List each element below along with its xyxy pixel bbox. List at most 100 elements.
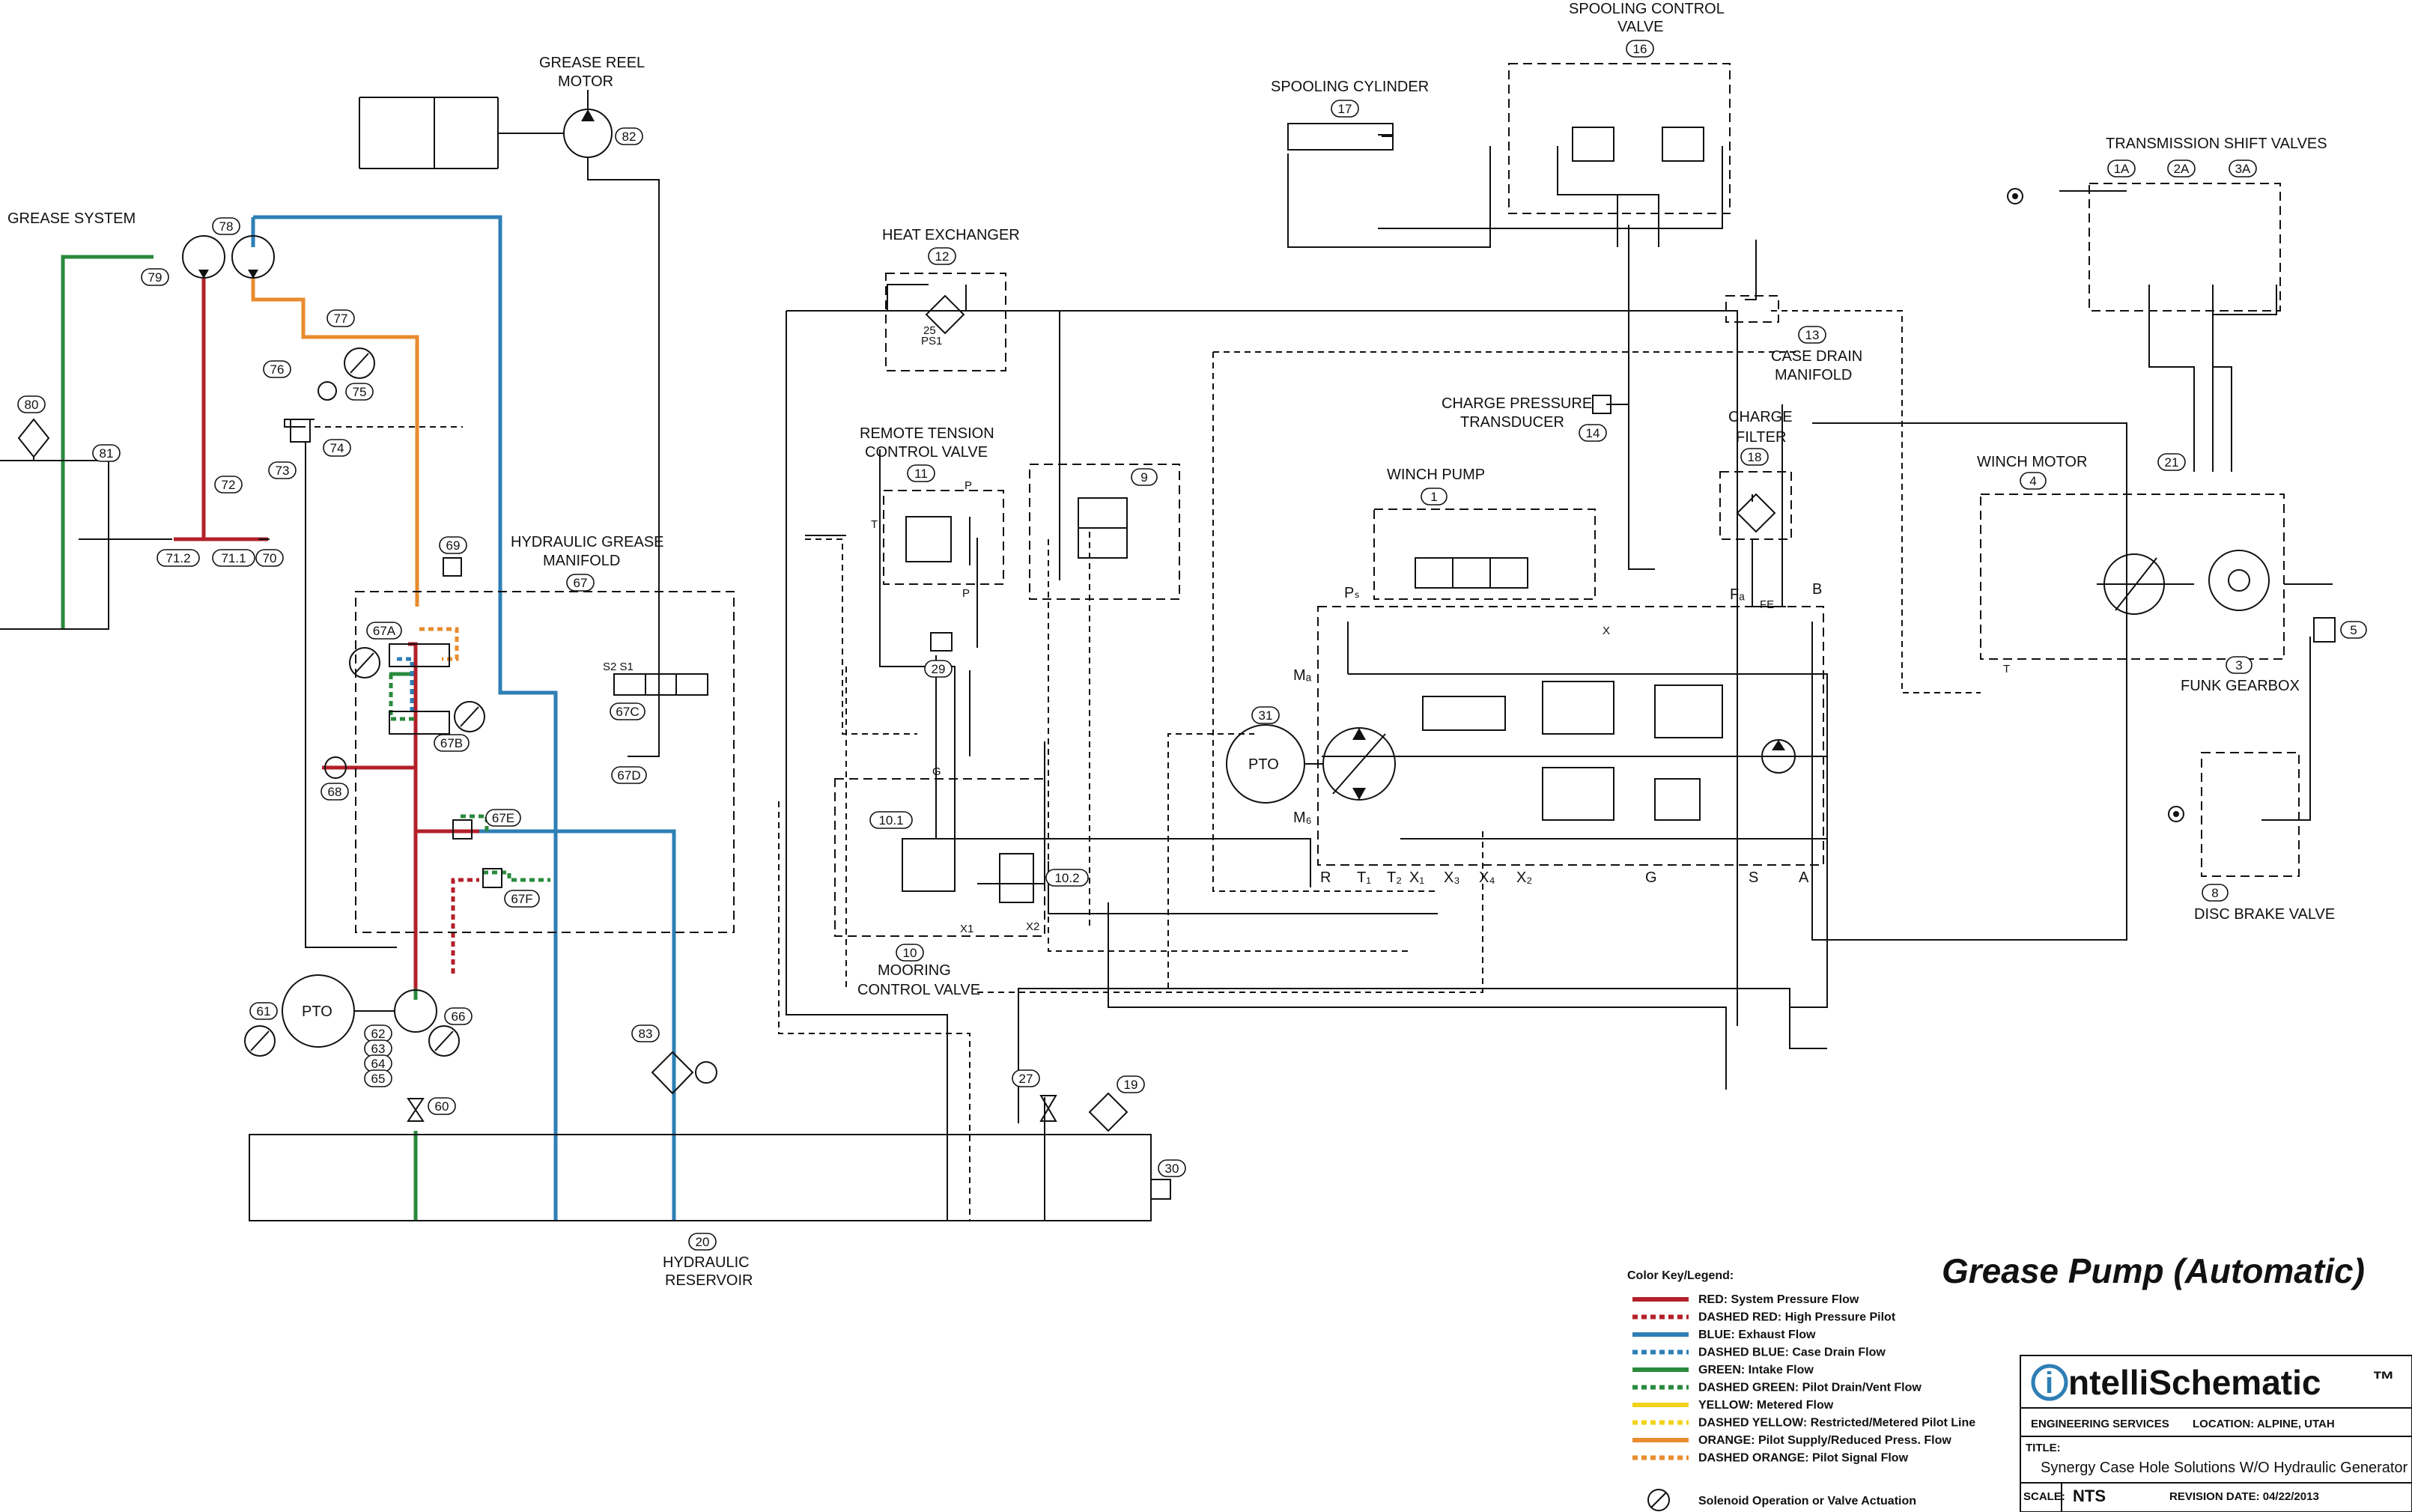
gauge-icon [324, 756, 347, 779]
label-hyd-reservoir: RESERVOIR [665, 1272, 753, 1289]
label-winch-pump: WINCH PUMP [1387, 467, 1485, 483]
ref-number: 80 [25, 398, 39, 412]
port-plug-icon [2168, 806, 2184, 822]
tb-location: LOCATION: ALPINE, UTAH [2193, 1418, 2335, 1430]
ref-number: 69 [446, 538, 461, 553]
ref-number: 65 [371, 1072, 386, 1086]
label-grease-reel-motor: GREASE REEL [539, 55, 645, 71]
port-labels: R T₁ T₂ X₁ X₃ X₄ X₂ G S A B Pₛ Fₐ Mₐ M₆ … [871, 479, 2010, 935]
label-charge-filter: CHARGE [1728, 409, 1793, 425]
ref-bubble-n10_2: 10.2 [1045, 869, 1089, 887]
label-funk-gearbox: FUNK GEARBOX [2181, 678, 2300, 694]
label-disc-brake-valve: DISC BRAKE VALVE [2194, 906, 2335, 923]
ref-number: 70 [263, 551, 277, 565]
brand-prefix: i [2045, 1367, 2053, 1400]
label-charge-pressure-transducer: CHARGE PRESSURE [1442, 395, 1592, 412]
legend-item: RED: System Pressure Flow [1632, 1293, 1859, 1306]
ref-bubble-n66: 66 [444, 1007, 473, 1025]
label-ps1: 25 [923, 324, 936, 337]
black-lines [0, 90, 2333, 1221]
label-case-drain-manifold: CASE DRAIN [1771, 348, 1862, 365]
drawing-title: Grease Pump (Automatic) [1942, 1251, 2365, 1290]
ref-number: 71.1 [221, 551, 246, 565]
ref-bubble-n63: 63 [364, 1039, 392, 1057]
legend-label: DASHED ORANGE: Pilot Signal Flow [1698, 1452, 1909, 1465]
ref-bubble-n68: 68 [321, 783, 349, 801]
ref-number: 3 [2235, 658, 2242, 672]
label-winch-motor: WINCH MOTOR [1977, 454, 2087, 470]
port-t2: T₂ [1387, 869, 1402, 886]
legend-label: ORANGE: Pilot Supply/Reduced Press. Flow [1698, 1434, 1951, 1447]
ref-number: 21 [2165, 455, 2179, 470]
ref-bubble-n76: 76 [263, 360, 291, 378]
ref-number: 74 [330, 441, 344, 455]
port-x1: X₁ [1409, 869, 1424, 886]
ref-number: 30 [1165, 1162, 1179, 1176]
ref-bubble-n5: 5 [2340, 621, 2367, 639]
legend-item: GREEN: Intake Flow [1632, 1364, 1814, 1376]
legend-item: DASHED YELLOW: Restricted/Metered Pilot … [1632, 1417, 1975, 1430]
ref-bubble-n73: 73 [268, 461, 297, 479]
ref-bubble-n67: 67 [566, 574, 595, 592]
port-p2: P [962, 587, 970, 600]
ref-number: 60 [435, 1099, 449, 1114]
ref-bubble-n12: 12 [928, 247, 956, 265]
label-pto: PTO [1248, 756, 1279, 773]
ref-number: 10.2 [1054, 871, 1079, 885]
ref-number: 75 [353, 385, 367, 399]
ref-number: 77 [334, 312, 348, 326]
port-x2: X₂ [1516, 869, 1532, 886]
port-ps: Pₛ [1344, 585, 1360, 601]
tb-scale-value: NTS [2073, 1487, 2106, 1505]
ref-bubble-n82: 82 [615, 127, 643, 145]
ref-bubble-n80: 80 [17, 395, 46, 413]
ref-number: 73 [276, 464, 290, 478]
ref-bubble-n1: 1 [1421, 488, 1447, 505]
label-case-drain-manifold: MANIFOLD [1775, 367, 1852, 383]
ref-bubble-n1A: 1A [2107, 160, 2136, 177]
ref-bubble-n9: 9 [1131, 468, 1158, 486]
ref-number: 9 [1140, 470, 1147, 485]
ref-bubble-n17: 17 [1331, 100, 1359, 118]
ref-bubble-n79: 79 [141, 268, 169, 286]
port-a: A [1799, 869, 1809, 886]
winch-pump-valve-icon [1415, 557, 1528, 589]
ref-bubble-n83: 83 [631, 1024, 660, 1042]
ref-number: 67E [492, 811, 514, 825]
ref-number: 68 [328, 785, 342, 799]
ref-number: 12 [935, 249, 950, 264]
ref-bubble-n72: 72 [214, 476, 243, 494]
ref-bubble-n4: 4 [2020, 472, 2047, 490]
legend-item: DASHED BLUE: Case Drain Flow [1632, 1346, 1886, 1359]
ref-number: 27 [1019, 1072, 1033, 1086]
port-mb: M₆ [1293, 810, 1312, 826]
port-x: X [1603, 625, 1610, 637]
ref-bubble-n71_2: 71.2 [157, 549, 200, 567]
ref-number: 64 [371, 1057, 386, 1071]
label-s2-s1: S2 S1 [603, 661, 634, 673]
legend-item: ORANGE: Pilot Supply/Reduced Press. Flow [1632, 1434, 1951, 1447]
tb-title-value: Synergy Case Hole Solutions W/O Hydrauli… [2041, 1460, 2408, 1476]
brand-name: ntelliSchematic [2068, 1363, 2321, 1402]
ref-bubble-n20: 20 [688, 1233, 717, 1251]
ref-number: 78 [219, 219, 234, 234]
port-x3: X₃ [1444, 869, 1459, 886]
label-spooling-control-valve: VALVE [1617, 19, 1664, 35]
solenoid-icon [1647, 1489, 1670, 1511]
port-t-motor: T [2003, 663, 2010, 675]
ref-number: 31 [1259, 708, 1273, 723]
legend-label: BLUE: Exhaust Flow [1698, 1329, 1816, 1341]
label-heat-exchanger: HEAT EXCHANGER [882, 227, 1020, 243]
port-x4: X₄ [1479, 869, 1495, 886]
label-mooring: MOORING [878, 962, 951, 979]
ref-bubble-n3: 3 [2226, 656, 2252, 674]
ref-bubble-n16: 16 [1626, 40, 1654, 58]
ref-number: 67F [511, 892, 532, 906]
ref-number: 67A [373, 624, 396, 638]
legend-item: BLUE: Exhaust Flow [1632, 1329, 1816, 1341]
spooling-cylinder-icon [1287, 123, 1394, 151]
ref-number: 10 [903, 946, 917, 960]
ref-bubble-n61: 61 [249, 1002, 278, 1020]
